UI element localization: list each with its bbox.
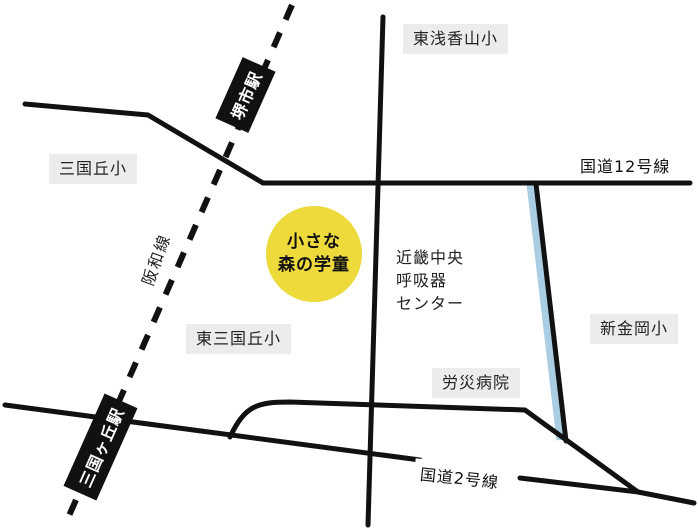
place-label-mikunigaoka-elementary: 三国丘小 (49, 154, 138, 184)
place-label-kinki-respiratory-center: 近畿中央 呼吸器 センター (390, 243, 471, 319)
loop-road (227, 399, 641, 495)
central-vertical-road (365, 14, 386, 528)
facility-name-line1: 小さな (287, 232, 341, 253)
northwest-road (22, 101, 266, 186)
place-label-higashimikunigaoka: 東三国丘小 (186, 324, 292, 354)
place-label-shinkanaoka: 新金岡小 (590, 314, 679, 344)
place-label-rosai-hospital: 労災病院 (432, 368, 521, 398)
route2-road-east (517, 475, 697, 506)
river-line (526, 183, 564, 441)
facility-name-line2: 森の学童 (278, 255, 350, 275)
route2-road-west (2, 402, 423, 463)
facility-marker: 小さな 森の学童 (266, 206, 362, 302)
road-label-route12: 国道12号線 (574, 151, 677, 179)
east-vertical-road (533, 181, 569, 444)
place-label-higashiasakayama: 東浅香山小 (403, 24, 509, 54)
